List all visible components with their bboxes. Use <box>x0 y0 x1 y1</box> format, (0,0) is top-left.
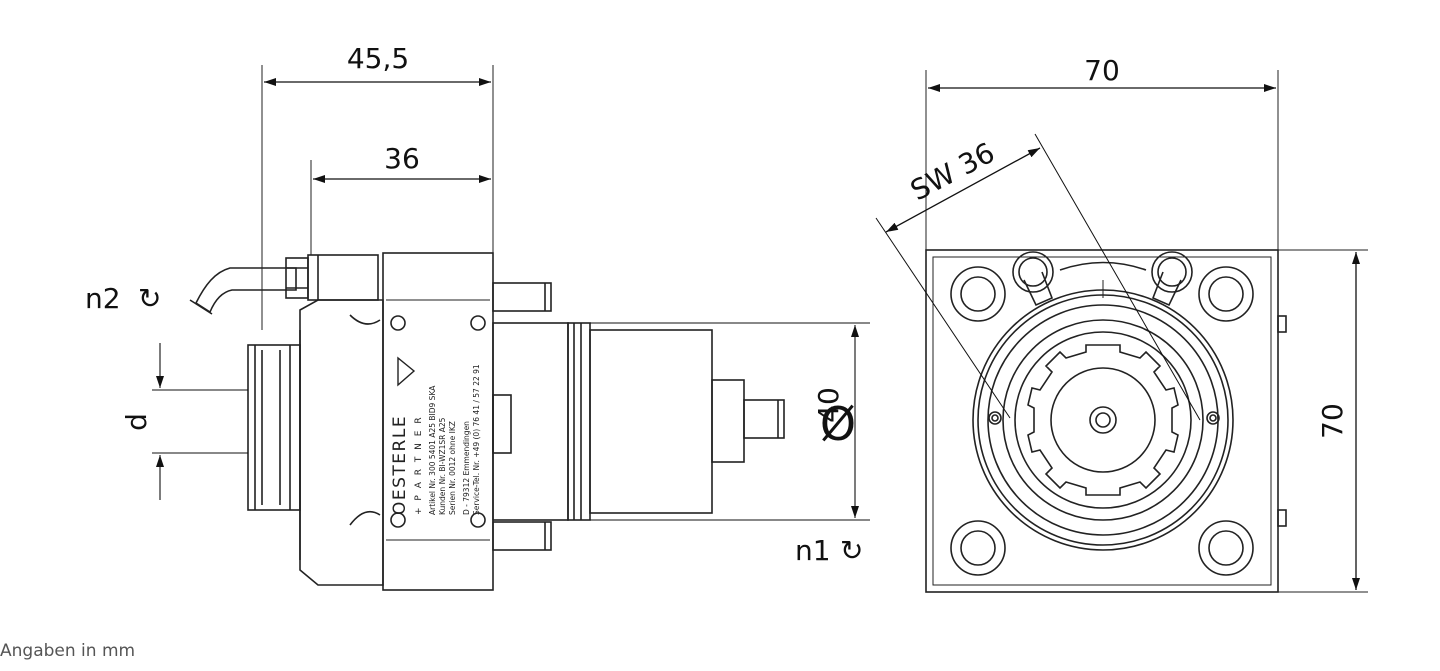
svg-text:36: 36 <box>384 142 420 175</box>
dimension-height: 70 <box>1316 252 1360 590</box>
svg-text:D - 79312 Emmendingen: D - 79312 Emmendingen <box>462 421 471 515</box>
dimension-tool-diameter: d <box>120 343 248 500</box>
svg-text:Service-Tel. Nr. +49 (0) 76 41: Service-Tel. Nr. +49 (0) 76 41 / 57 22 9… <box>472 364 481 515</box>
svg-text:d: d <box>120 413 153 431</box>
svg-text:n2: n2 <box>85 282 121 315</box>
svg-text:40: 40 <box>812 387 845 423</box>
svg-text:↻: ↻ <box>138 282 161 315</box>
dimension-shaft-diameter: Ø 40 <box>590 322 870 521</box>
svg-text:+ P A R T N E R: + P A R T N E R <box>414 415 424 515</box>
svg-text:↻: ↻ <box>840 534 863 567</box>
units-note: Angaben in mm <box>0 641 136 661</box>
dimension-overall-length: 45,5 <box>264 42 491 86</box>
svg-text:Artikel Nr. 300 5401 A25 BID: Artikel Nr. 300 5401 A25 BID9 SKA <box>428 385 437 515</box>
svg-text:Serien Nr. 0012 ohne IKZ: Serien Nr. 0012 ohne IKZ <box>448 421 457 515</box>
front-view <box>925 70 1368 593</box>
dimension-width: 70 <box>928 54 1276 92</box>
svg-text:n1: n1 <box>795 534 831 567</box>
side-view <box>189 65 785 591</box>
technical-drawing: 45,5 36 d Ø 40 n2 ↻ n1 ↻ OESTERLE + P A … <box>85 42 1368 593</box>
svg-text:70: 70 <box>1316 403 1349 439</box>
nameplate: OESTERLE + P A R T N E R Artikel Nr. 300… <box>390 364 481 515</box>
svg-text:Ø: Ø <box>820 397 856 451</box>
svg-text:45,5: 45,5 <box>347 42 409 75</box>
svg-text:OESTERLE: OESTERLE <box>390 415 410 515</box>
dimension-body-length: 36 <box>313 142 491 183</box>
dimension-wrench-size: SW 36 <box>875 133 1201 421</box>
speed-n2-label: n2 ↻ <box>85 282 161 315</box>
speed-n1-label: n1 ↻ <box>795 534 863 567</box>
svg-text:Kunden Nr. BI-WZ1SR A25: Kunden Nr. BI-WZ1SR A25 <box>438 417 447 515</box>
svg-text:SW 36: SW 36 <box>905 136 1000 207</box>
svg-text:70: 70 <box>1084 54 1120 87</box>
